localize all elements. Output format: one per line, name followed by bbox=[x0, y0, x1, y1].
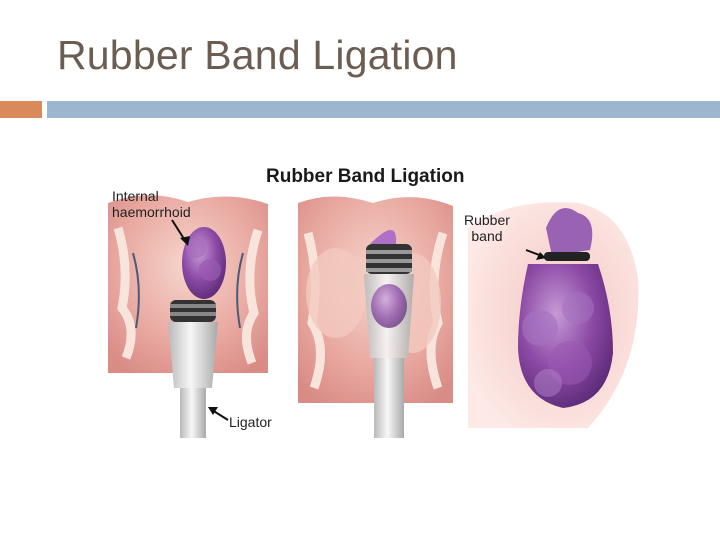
medical-illustration: Rubber Band Ligation Internal haemorrhoi… bbox=[108, 158, 643, 443]
slide-title: Rubber Band Ligation bbox=[57, 32, 458, 78]
label-line: band bbox=[471, 228, 503, 244]
figure-title: Rubber Band Ligation bbox=[266, 166, 465, 187]
label-rubber-band: Rubber band bbox=[464, 212, 510, 244]
accent-bar-orange bbox=[0, 101, 42, 118]
internal-haemorrhoid bbox=[182, 227, 226, 299]
ligator-device bbox=[168, 300, 218, 438]
panel-2-anal-canal bbox=[298, 196, 453, 403]
rubber-band bbox=[544, 252, 590, 261]
label-line: Rubber bbox=[464, 212, 510, 228]
accent-bar-blue bbox=[47, 101, 720, 118]
label-ligator: Ligator bbox=[229, 414, 272, 430]
panel-3-ligated-haemorrhoid bbox=[468, 202, 639, 428]
label-line: haemorrhoid bbox=[112, 204, 191, 220]
ligator-with-suction bbox=[364, 230, 414, 438]
label-line: Internal bbox=[112, 188, 159, 204]
label-internal-haemorrhoid: Internal haemorrhoid bbox=[112, 188, 191, 220]
illustration-art bbox=[108, 195, 639, 438]
